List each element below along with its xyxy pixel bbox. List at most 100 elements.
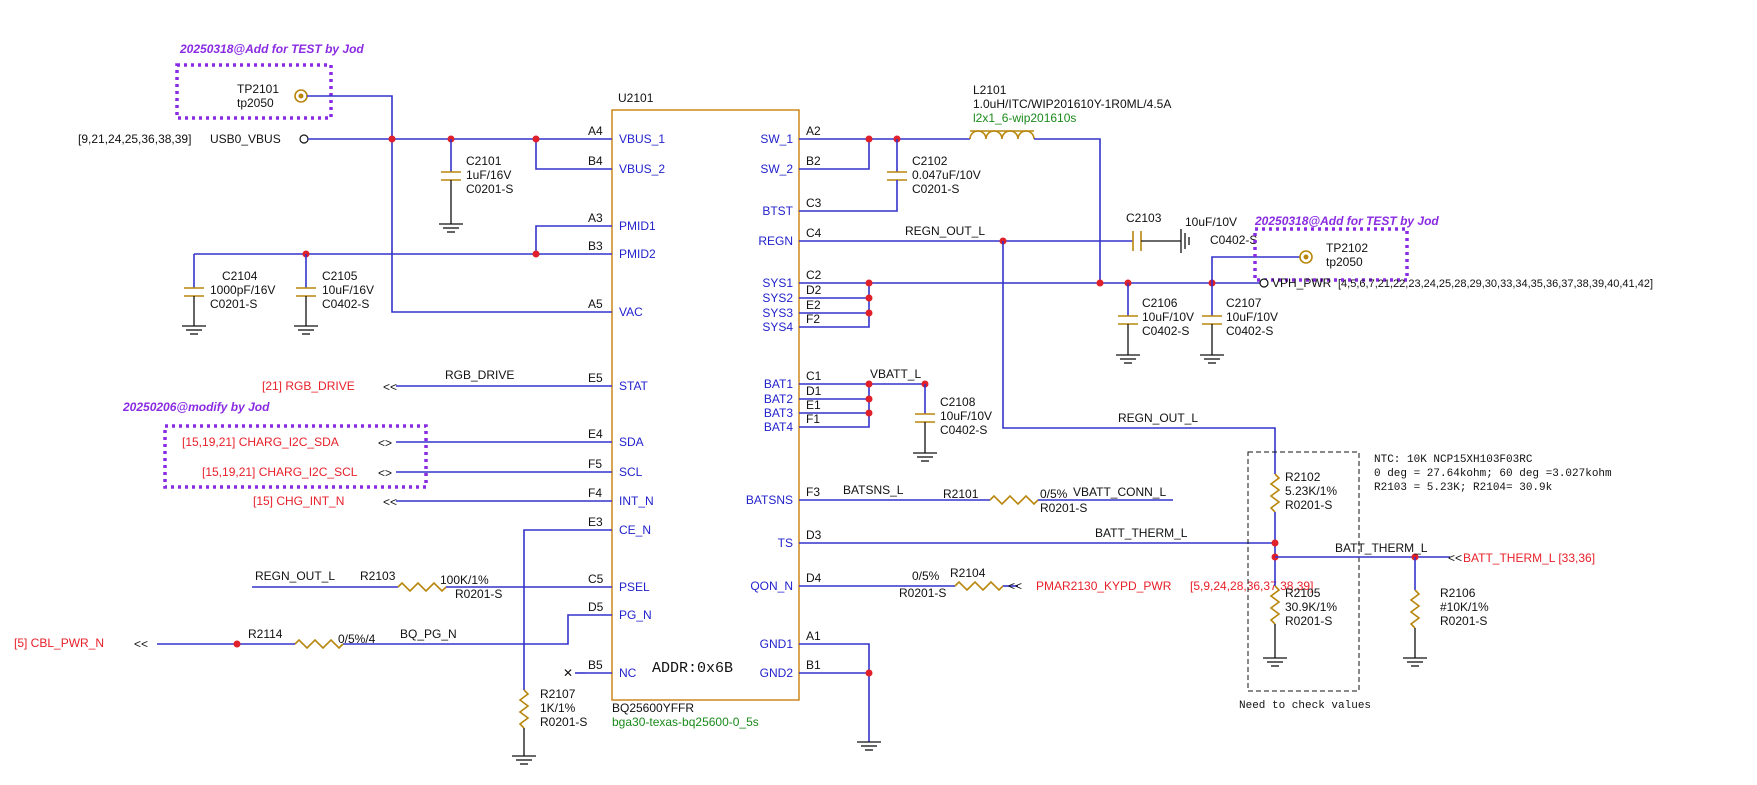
pin-number: D2 [806, 283, 822, 297]
pin-number: B3 [588, 239, 603, 253]
pin-name: NC [619, 666, 637, 680]
r2105-body [1269, 585, 1281, 625]
ground-icon [857, 741, 881, 751]
ground-icon [1403, 657, 1427, 667]
pin-number: E3 [588, 515, 603, 529]
annotation-modify: 20250206@modify by Jod [122, 400, 270, 414]
pin-name: REGN [758, 234, 793, 248]
pin-name: SYS1 [762, 276, 793, 290]
pin-name: SCL [619, 465, 643, 479]
r2102-ref: R2102 [1285, 470, 1321, 484]
u2101-ref: U2101 [618, 91, 654, 105]
pin-name: TS [778, 536, 793, 550]
r2105-ref: R2105 [1285, 586, 1321, 600]
nc-x-icon: ✕ [563, 666, 573, 680]
pin-number: C5 [588, 572, 604, 586]
c2108-fp: C0402-S [940, 423, 987, 437]
pin-number: B1 [806, 658, 821, 672]
pin-number: B2 [806, 154, 821, 168]
net-rgb: RGB_DRIVE [445, 368, 514, 382]
r2104-body [954, 580, 1004, 592]
ground-icon [512, 755, 536, 765]
r2103-body [397, 581, 447, 593]
r2102-val: 5.23K/1% [1285, 484, 1337, 498]
wire-gnd1 [827, 643, 870, 742]
c2104-ref: C2104 [222, 269, 258, 283]
pin-name: PMID1 [619, 219, 656, 233]
c2105-val: 10uF/16V [322, 283, 374, 297]
need-check-box [1247, 451, 1360, 692]
pin-name: VBUS_2 [619, 162, 665, 176]
pin-name: SYS2 [762, 291, 793, 305]
ntc-note-3: R2103 = 5.23K; R2104= 30.9k [1374, 482, 1553, 494]
r2104-ref: R2104 [950, 566, 986, 580]
c2102-val: 0.047uF/10V [912, 168, 981, 182]
offpage-arrow-icon: << [383, 495, 397, 509]
pin-name: PG_N [619, 608, 652, 622]
pin-number: F2 [806, 312, 820, 326]
c2106-ref: C2106 [1142, 296, 1178, 310]
tp2101-ref: TP2101 [237, 82, 279, 96]
offpage-scl: [15,19,21] CHARG_I2C_SCL [202, 465, 358, 479]
pin-name: BAT4 [764, 420, 793, 434]
c2108-val: 10uF/10V [940, 409, 992, 423]
r2114-val: 0/5%/4 [338, 632, 376, 646]
pin-name: QON_N [750, 579, 793, 593]
net-vbatt-conn: VBATT_CONN_L [1073, 485, 1166, 499]
junction [865, 409, 873, 417]
vph-connector-icon [1259, 278, 1269, 288]
wire-sys-bus [827, 283, 870, 328]
r2105-fp: R0201-S [1285, 614, 1332, 628]
pin-number: C1 [806, 369, 822, 383]
r2114-body [294, 638, 344, 650]
net-pmar: PMAR2130_KYPD_PWR [1036, 579, 1172, 593]
r2105-val: 30.9K/1% [1285, 600, 1337, 614]
usb-net: USB0_VBUS [210, 132, 281, 146]
left-pin-group: A4VBUS_1B4VBUS_2A3PMID1B3PMID2A5VACE5STA… [585, 124, 665, 680]
pin-name: STAT [619, 379, 649, 393]
c2104-val: 1000pF/16V [210, 283, 275, 297]
pin-number: B5 [588, 658, 603, 672]
pin-name: CE_N [619, 523, 651, 537]
net-vbatt: VBATT_L [870, 367, 921, 381]
junction [532, 250, 540, 258]
pin-name: SYS4 [762, 320, 793, 334]
junction [865, 294, 873, 302]
usb-pages: [9,21,24,25,36,38,39] [78, 132, 191, 146]
ground-icon [1116, 354, 1140, 364]
tp2102-center [1303, 254, 1309, 260]
offpage-rgb: [21] RGB_DRIVE [262, 379, 355, 393]
tp2102-val: tp2050 [1326, 255, 1363, 269]
r2104-fp: R0201-S [899, 586, 946, 600]
pin-number: F1 [806, 412, 820, 426]
junction [865, 309, 873, 317]
offpage-arrow-icon: << [134, 637, 148, 651]
test-box-1 [175, 63, 333, 120]
c2103-ref: C2103 [1126, 211, 1162, 225]
pin-name: SW_1 [760, 132, 793, 146]
r2102-fp: R0201-S [1285, 498, 1332, 512]
c2101-fp: C0201-S [466, 182, 513, 196]
r2102-body [1269, 473, 1281, 513]
pin-number: A4 [588, 124, 603, 138]
offpage-arrow-icon: << [1008, 579, 1022, 593]
c2103-val: 10uF/10V [1185, 215, 1237, 229]
c2101-val: 1uF/16V [466, 168, 511, 182]
wire-vbus2 [535, 139, 585, 170]
r2106-val: #10K/1% [1440, 600, 1489, 614]
ground-icon [182, 325, 206, 335]
pin-number: A2 [806, 124, 821, 138]
ntc-note-1: NTC: 10K NCP15XH103F03RC [1374, 454, 1533, 466]
pin-number: C2 [806, 268, 822, 282]
pin-number: D1 [806, 384, 822, 398]
c2101-ref: C2101 [466, 154, 502, 168]
junction [865, 380, 873, 388]
junction [233, 640, 241, 648]
offpage-int: [15] CHG_INT_N [253, 494, 344, 508]
offpage-arrow-icon: <> [378, 466, 392, 480]
l2101-ref: L2101 [973, 83, 1007, 97]
r2103-ref: R2103 [360, 569, 396, 583]
pin-number: B4 [588, 154, 603, 168]
test-box-2 [1253, 227, 1409, 282]
pin-number: F5 [588, 457, 602, 471]
